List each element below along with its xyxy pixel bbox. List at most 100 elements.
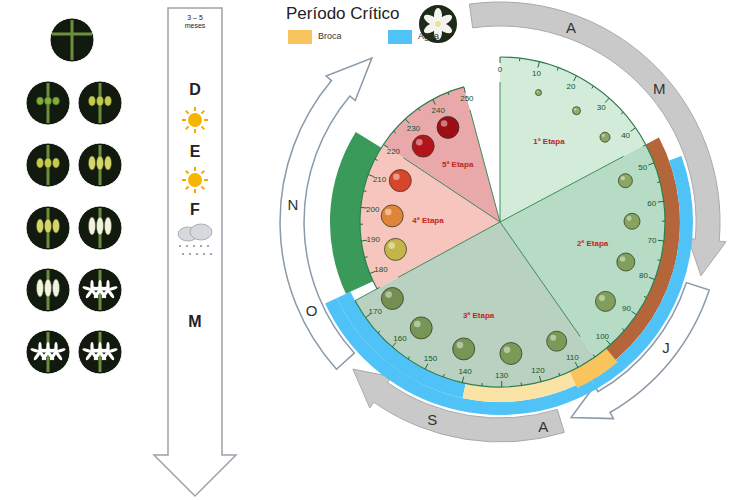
stage-label: 2ª Etapa: [577, 239, 608, 248]
day-tick: 170: [369, 306, 382, 315]
sun-ray: [194, 107, 196, 111]
day-tick: 240: [432, 105, 445, 114]
sun-ray: [194, 189, 196, 193]
day-tick: 70: [648, 235, 657, 244]
flower-petal: [93, 289, 101, 299]
day-tick-mark: [658, 201, 664, 203]
day-tick-mark: [538, 62, 540, 68]
duration-text: 3 – 5 meses: [180, 14, 210, 29]
day-tick: 160: [393, 333, 406, 342]
day-tick-mark: [662, 221, 665, 222]
flower-bud: [37, 279, 44, 297]
day-tick: 10: [532, 69, 541, 78]
flower-petal: [85, 289, 93, 299]
sun-ray: [186, 111, 189, 114]
flower-photo: [418, 4, 458, 44]
sun-icon: [188, 113, 202, 127]
sun-ray: [201, 171, 204, 174]
legend-text: Agua: [418, 31, 439, 41]
day-tick-mark: [657, 181, 660, 183]
rain-drop: [179, 245, 181, 247]
flower-center: [435, 21, 441, 27]
coffee-bean: [410, 317, 432, 339]
flower-bud: [97, 96, 104, 106]
day-tick-mark: [631, 128, 636, 132]
bud-photo: [26, 206, 70, 250]
bean-highlight: [414, 321, 421, 328]
stage-divider: [470, 110, 500, 222]
day-tick: 80: [639, 271, 648, 280]
flower-petal: [422, 13, 440, 28]
coffee-bean: [453, 338, 475, 360]
flower-bud: [89, 96, 96, 106]
flower-petal: [46, 347, 56, 353]
coffee-bean: [618, 174, 632, 188]
flower-petal: [93, 351, 101, 361]
day-tick-mark: [575, 362, 578, 367]
month-letter: J: [662, 339, 670, 356]
bean-highlight: [457, 342, 464, 349]
rain-drop: [203, 253, 205, 255]
flower-bud: [45, 158, 52, 168]
day-tick: 40: [621, 130, 630, 139]
legend-text: Broca: [318, 31, 342, 41]
flower-bud: [53, 97, 60, 105]
flower-bud: [37, 219, 44, 233]
bean-highlight: [550, 335, 556, 341]
flower-petal: [90, 285, 100, 291]
day-tick-mark: [462, 377, 463, 383]
bean-highlight: [621, 176, 625, 180]
rain-drop: [207, 245, 209, 247]
flower-bud: [97, 217, 104, 235]
bean-highlight: [504, 346, 511, 353]
bean-highlight: [627, 216, 632, 221]
flower-bud: [89, 217, 96, 235]
stage-label: 3ª Etapa: [463, 310, 494, 319]
stage-label: 4ª Etapa: [412, 215, 443, 224]
flower-petal: [30, 347, 40, 353]
month-letter: N: [287, 195, 298, 212]
day-tick-mark: [360, 224, 363, 225]
day-tick: 130: [495, 371, 508, 380]
day-tick-mark: [361, 207, 367, 209]
rain-drop: [210, 253, 212, 255]
month-letter: M: [653, 80, 666, 97]
coffee-bean: [385, 238, 407, 260]
day-tick: 20: [566, 82, 575, 91]
day-tick-mark: [521, 383, 522, 386]
flower-bud: [45, 279, 52, 297]
sun-ray: [204, 179, 208, 181]
day-tick-mark: [377, 287, 380, 288]
bud-photo: [78, 206, 122, 250]
day-tick-mark: [644, 296, 647, 297]
rain-drop: [186, 245, 188, 247]
day-tick-mark: [648, 163, 654, 165]
day-tick-mark: [405, 119, 409, 124]
stage-divider: [500, 222, 580, 337]
coffee-bean: [381, 288, 403, 310]
bean-highlight: [385, 291, 392, 298]
coffee-bean: [600, 132, 610, 142]
bud-photo: [78, 143, 122, 187]
day-tick-mark: [481, 383, 482, 386]
day-tick: 120: [531, 366, 544, 375]
flower-petal: [38, 347, 48, 353]
rain-drop: [196, 253, 198, 255]
rain-drop: [193, 245, 195, 247]
day-tick-mark: [557, 68, 558, 71]
day-tick: 200: [366, 204, 379, 213]
day-tick-mark: [658, 259, 661, 261]
sun-ray: [194, 167, 196, 171]
day-tick: 50: [638, 163, 647, 172]
coffee-bean: [547, 331, 567, 351]
stage-divider: [500, 156, 624, 222]
day-tick: 210: [373, 174, 386, 183]
flower-petal: [90, 347, 100, 353]
sun-ray: [201, 186, 204, 189]
stage-divider: [355, 289, 377, 301]
day-tick-mark: [394, 131, 396, 133]
flower-bud: [53, 219, 60, 233]
bud-photo: [26, 81, 70, 125]
flower-petal: [41, 351, 49, 361]
